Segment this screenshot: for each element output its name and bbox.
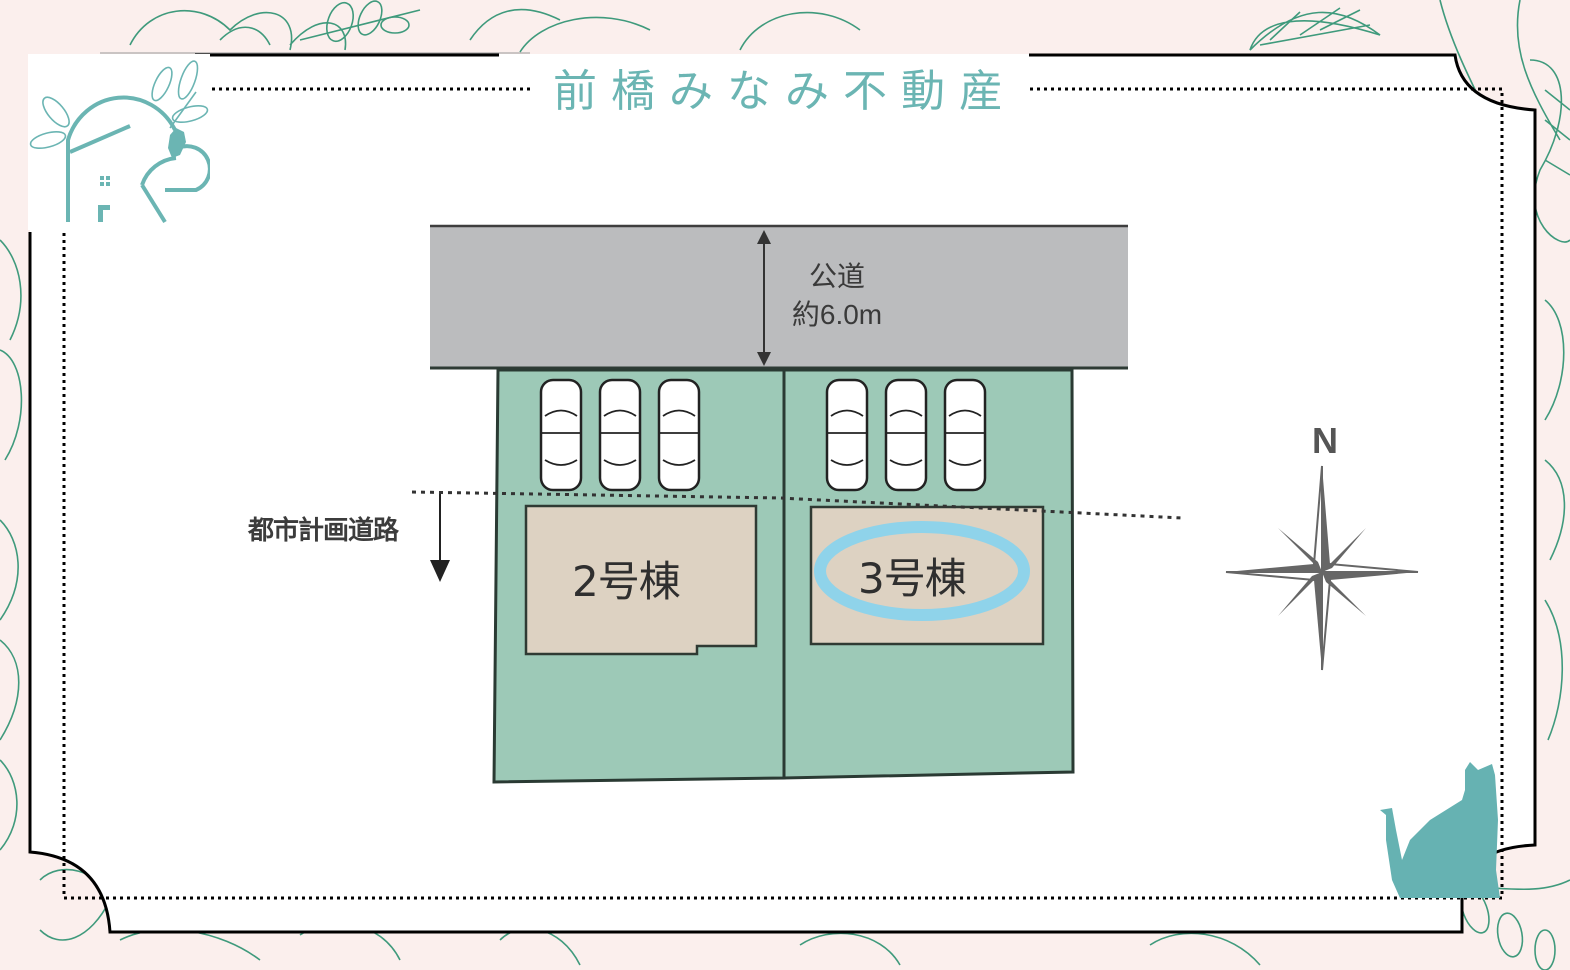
building-2 (524, 504, 758, 656)
building-3-label: 3号棟 (858, 554, 967, 603)
parking-cars-lot-2 (539, 378, 701, 492)
north-label: N (1312, 420, 1338, 461)
compass-rose-icon (1225, 465, 1419, 671)
public-road-label: 公道 約6.0m (772, 258, 902, 334)
house-leaf-cat-logo-icon (29, 60, 212, 224)
city-planning-road-label: 都市計画道路 (248, 516, 399, 546)
public-road (430, 226, 1128, 368)
parking-cars-lot-3 (825, 378, 987, 492)
sitting-cat-icon (1380, 762, 1500, 898)
brand-title: 前橋みなみ不動産 (540, 62, 1030, 122)
highlight-ring (814, 521, 1030, 621)
building-2-label: 2号棟 (572, 557, 681, 606)
road-width: 約6.0m (791, 299, 883, 330)
brand-logo (28, 54, 212, 230)
road-name: 公道 (808, 261, 865, 292)
